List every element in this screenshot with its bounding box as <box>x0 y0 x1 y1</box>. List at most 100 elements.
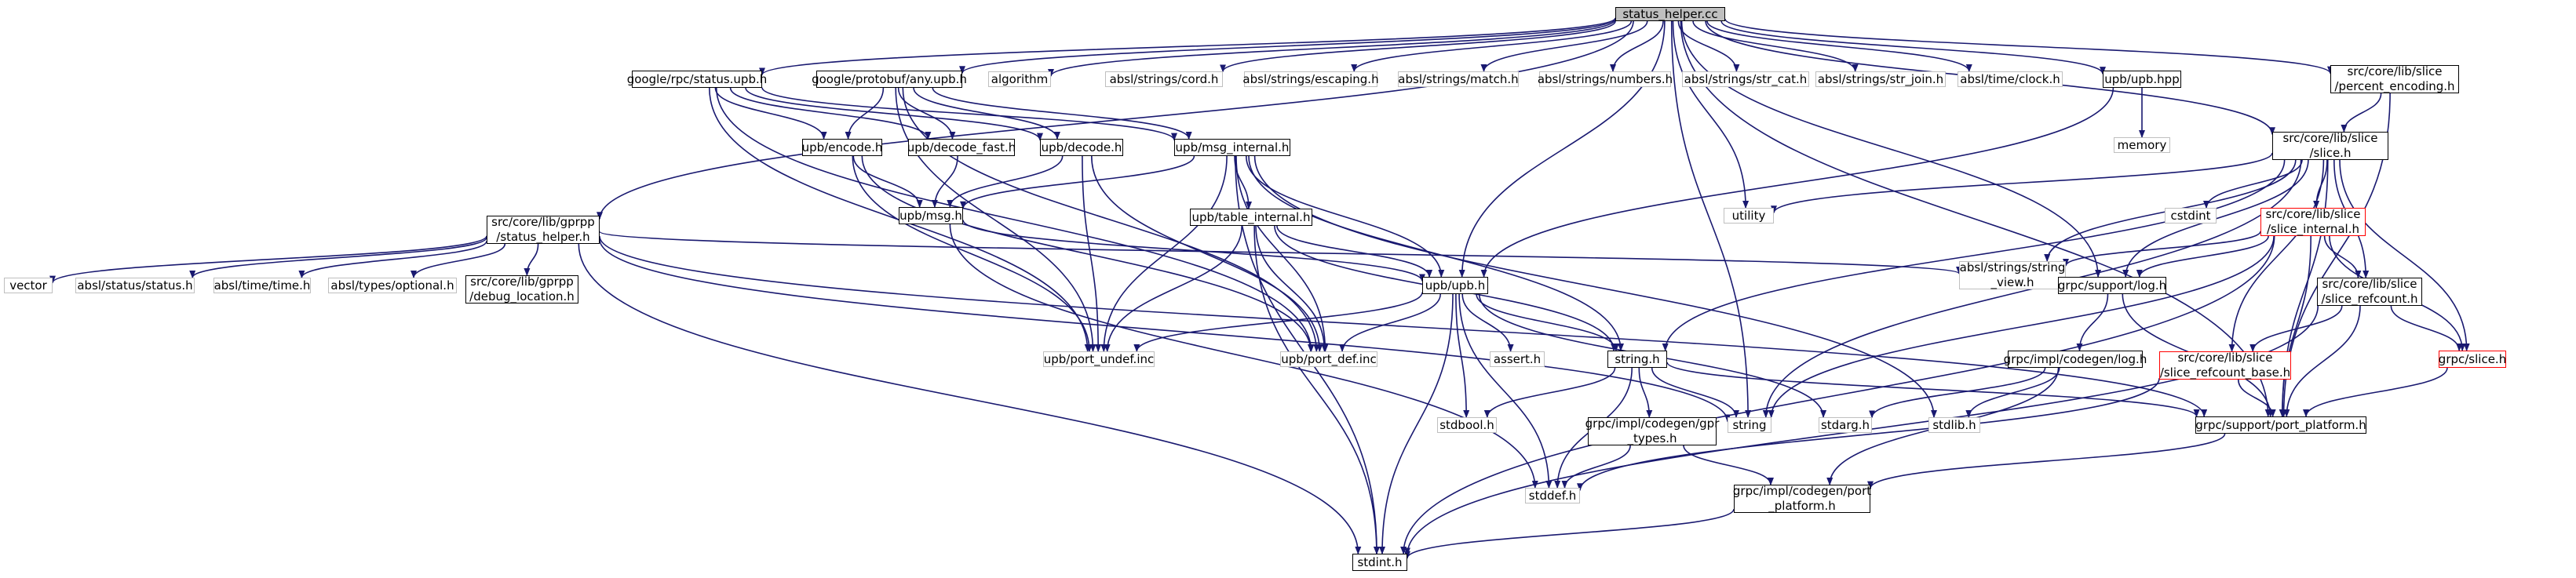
edge-slice-h-core-to-slice-refcount-base-h <box>2228 159 2325 352</box>
node-absl-time-time-h: absl/time/time.h <box>213 278 311 293</box>
node-upb-table-internal-h[interactable]: upb/table_internal.h <box>1190 209 1312 226</box>
node-string-h[interactable]: string.h <box>1607 351 1667 368</box>
edge-status-helper-cc-to-string <box>1670 20 1752 418</box>
node-stdarg-h: stdarg.h <box>1819 417 1872 433</box>
edge-slice-h-core-to-string-h <box>1662 159 2286 351</box>
node-absl-status-status-h: absl/status/status.h <box>75 278 195 293</box>
edge-upb-msg-h-to-upb-upb-h <box>962 220 1425 282</box>
edge-upb-upb-h-to-stdint-h <box>1379 293 1454 554</box>
edge-upb-table-internal-h-to-upb-port-undef-inc <box>1104 225 1242 352</box>
node-absl-strings-escaping-h: absl/strings/escaping.h <box>1242 71 1379 87</box>
edge-status-helper-h-to-vector <box>49 235 487 284</box>
edge-slice-refcount-h-to-grpc-slice-h <box>2390 305 2463 351</box>
edge-upb-table-internal-h-to-stdint-h <box>1253 225 1380 554</box>
node-absl-types-optional-h: absl/types/optional.h <box>328 278 457 293</box>
edge-upb-decode-h-to-upb-port-def-inc <box>1091 155 1323 352</box>
edge-gpr-types-h-to-codegen-port-platform-h <box>1683 445 1774 485</box>
edge-upb-upb-h-to-stddef-h <box>1458 293 1553 489</box>
edge-status-helper-cc-to-algorithm <box>1048 19 1616 77</box>
edge-slice-h-core-to-utility <box>1771 152 2273 214</box>
edge-status-helper-cc-to-port-platform-h <box>1680 20 2271 417</box>
edge-upb-decode-h-to-upb-msg-h <box>947 155 1064 208</box>
node-core-slice-h[interactable]: src/core/lib/slice /slice.h <box>2272 131 2388 160</box>
node-grpc-support-port-platform-h[interactable]: grpc/support/port_platform.h <box>2195 416 2366 434</box>
edge-grpc-support-log-h-to-grpc-impl-codegen-log-h <box>2076 293 2109 351</box>
edge-status-helper-cc-to-percent-encoding-h <box>1724 18 2333 75</box>
edge-status-helper-cc-to-absl-strings-cord-h <box>1220 20 1616 73</box>
edge-slice-refcount-h-to-port-platform-h <box>2283 305 2361 417</box>
node-gpr-types-h[interactable]: grpc/impl/codegen/gpr _types.h <box>1585 416 1720 445</box>
node-grpc-impl-codegen-log-h[interactable]: grpc/impl/codegen/log.h <box>2004 351 2147 368</box>
node-upb-decode-fast-h[interactable]: upb/decode_fast.h <box>907 139 1016 156</box>
node-debug-location-h[interactable]: src/core/lib/gprpp /debug_location.h <box>465 274 578 304</box>
node-absl-strings-string-view-h: absl/strings/string _view.h <box>1959 260 2066 289</box>
edge-slice-h-core-to-grpc-slice-h <box>2339 159 2470 351</box>
node-memory: memory <box>2114 137 2170 153</box>
node-utility: utility <box>1724 208 1774 224</box>
edge-string-h-to-gpr-types-h <box>1638 367 1653 418</box>
edge-grpc-slice-h-to-port-platform-h <box>2303 367 2448 417</box>
edge-slice-internal-h-to-slice-refcount-h <box>2323 235 2362 278</box>
node-grpc-slice-h[interactable]: grpc/slice.h <box>2439 351 2506 368</box>
node-slice-refcount-base-h[interactable]: src/core/lib/slice /slice_refcount_base.… <box>2159 351 2291 380</box>
node-upb-decode-h[interactable]: upb/decode.h <box>1040 139 1123 156</box>
node-upb-msg-internal-h[interactable]: upb/msg_internal.h <box>1174 139 1290 156</box>
edge-slice-internal-h-to-port-platform-h <box>2279 235 2311 417</box>
node-upb-encode-h[interactable]: upb/encode.h <box>802 139 882 156</box>
edge-status-helper-h-to-absl-strings-string-view-h <box>599 231 1962 274</box>
node-status-helper-cc[interactable]: status_helper.cc <box>1615 7 1725 21</box>
node-grpc-support-log-h[interactable]: grpc/support/log.h <box>2058 277 2166 294</box>
edge-status-helper-h-to-debug-location-h <box>524 243 539 276</box>
node-stdint-h[interactable]: stdint.h <box>1352 554 1407 571</box>
edge-google-protobuf-any-upb-h-to-upb-port-def-inc <box>902 87 1320 352</box>
edge-status-helper-cc-to-upb-upb-hpp <box>1720 20 2106 75</box>
node-google-rpc-status-upb-h[interactable]: google/rpc/status.upb.h <box>627 71 767 88</box>
node-upb-upb-hpp[interactable]: upb/upb.hpp <box>2103 71 2181 88</box>
edge-status-helper-cc-to-grpc-support-log-h <box>1680 20 2102 278</box>
node-upb-upb-h[interactable]: upb/upb.h <box>1422 277 1488 294</box>
edge-status-helper-cc-to-utility <box>1672 20 1750 209</box>
edge-status-helper-cc-to-absl-strings-numbers-h <box>1610 20 1664 72</box>
node-assert-h: assert.h <box>1490 351 1545 367</box>
edge-upb-msg-internal-h-to-stdlib-h <box>1253 155 1937 418</box>
edge-slice-refcount-base-h-to-port-platform-h <box>2238 379 2276 417</box>
edge-status-helper-cc-to-google-protobuf-any-upb-h <box>959 18 1616 75</box>
node-google-protobuf-any-upb-h[interactable]: google/protobuf/any.upb.h <box>812 71 967 88</box>
edge-string-h-to-port-platform-h <box>1666 362 2200 417</box>
node-upb-msg-h[interactable]: upb/msg.h <box>899 207 963 224</box>
edge-string-h-to-string <box>1651 367 1739 418</box>
edge-upb-decode-fast-h-to-upb-msg-h <box>931 155 958 208</box>
edge-upb-encode-h-to-upb-msg-h <box>852 155 923 208</box>
edge-google-rpc-status-upb-h-to-upb-msg-internal-h <box>761 87 1177 141</box>
edge-port-platform-h-to-codegen-port-platform-h <box>1867 433 2226 489</box>
edge-status-helper-cc-to-absl-strings-match-h <box>1480 20 1648 72</box>
node-string: string <box>1728 417 1771 433</box>
node-status-helper-h[interactable]: src/core/lib/gprpp /status_helper.h <box>487 215 600 244</box>
edge-string-h-to-stdbool-h <box>1483 367 1616 418</box>
edge-google-protobuf-any-upb-h-to-upb-decode-fast-h <box>897 87 956 140</box>
node-absl-strings-str-join-h: absl/strings/str_join.h <box>1815 71 1946 87</box>
node-codegen-port-platform-h[interactable]: grpc/impl/codegen/port _platform.h <box>1732 484 1872 513</box>
edge-google-rpc-status-upb-h-to-upb-port-def-inc <box>716 87 1315 352</box>
node-absl-strings-str-cat-h: absl/strings/str_cat.h <box>1682 71 1809 87</box>
edge-status-helper-cc-to-upb-upb-h <box>1458 20 1666 278</box>
edge-status-helper-cc-to-absl-time-clock-h <box>1706 20 1972 72</box>
edge-slice-refcount-h-to-slice-refcount-base-h <box>2249 305 2343 352</box>
edge-slice-h-core-to-cstdint <box>2203 159 2303 209</box>
edge-slice-internal-h-to-string <box>1768 235 2275 418</box>
edge-upb-table-internal-h-to-upb-port-def-inc <box>1255 225 1328 352</box>
edge-upb-msg-internal-h-to-upb-msg-h <box>960 155 1195 209</box>
node-percent-encoding-h[interactable]: src/core/lib/slice /percent_encoding.h <box>2330 64 2459 93</box>
edge-google-protobuf-any-upb-h-to-upb-port-undef-inc <box>895 87 1096 352</box>
edge-slice-refcount-base-h-to-stddef-h <box>1577 378 2160 492</box>
node-slice-internal-h[interactable]: src/core/lib/slice /slice_internal.h <box>2260 207 2366 236</box>
node-slice-refcount-h[interactable]: src/core/lib/slice /slice_refcount.h <box>2317 277 2422 306</box>
node-vector: vector <box>4 278 53 293</box>
edge-status-helper-h-to-absl-types-optional-h <box>410 243 506 278</box>
edge-slice-internal-h-to-grpc-support-log-h <box>2136 235 2269 278</box>
edge-status-helper-h-to-stdint-h <box>578 243 1362 554</box>
edge-grpc-impl-codegen-log-h-to-stdlib-h <box>1965 367 2060 418</box>
node-stdbool-h: stdbool.h <box>1437 417 1497 433</box>
edge-status-helper-cc-to-status-helper-h <box>597 20 1634 220</box>
